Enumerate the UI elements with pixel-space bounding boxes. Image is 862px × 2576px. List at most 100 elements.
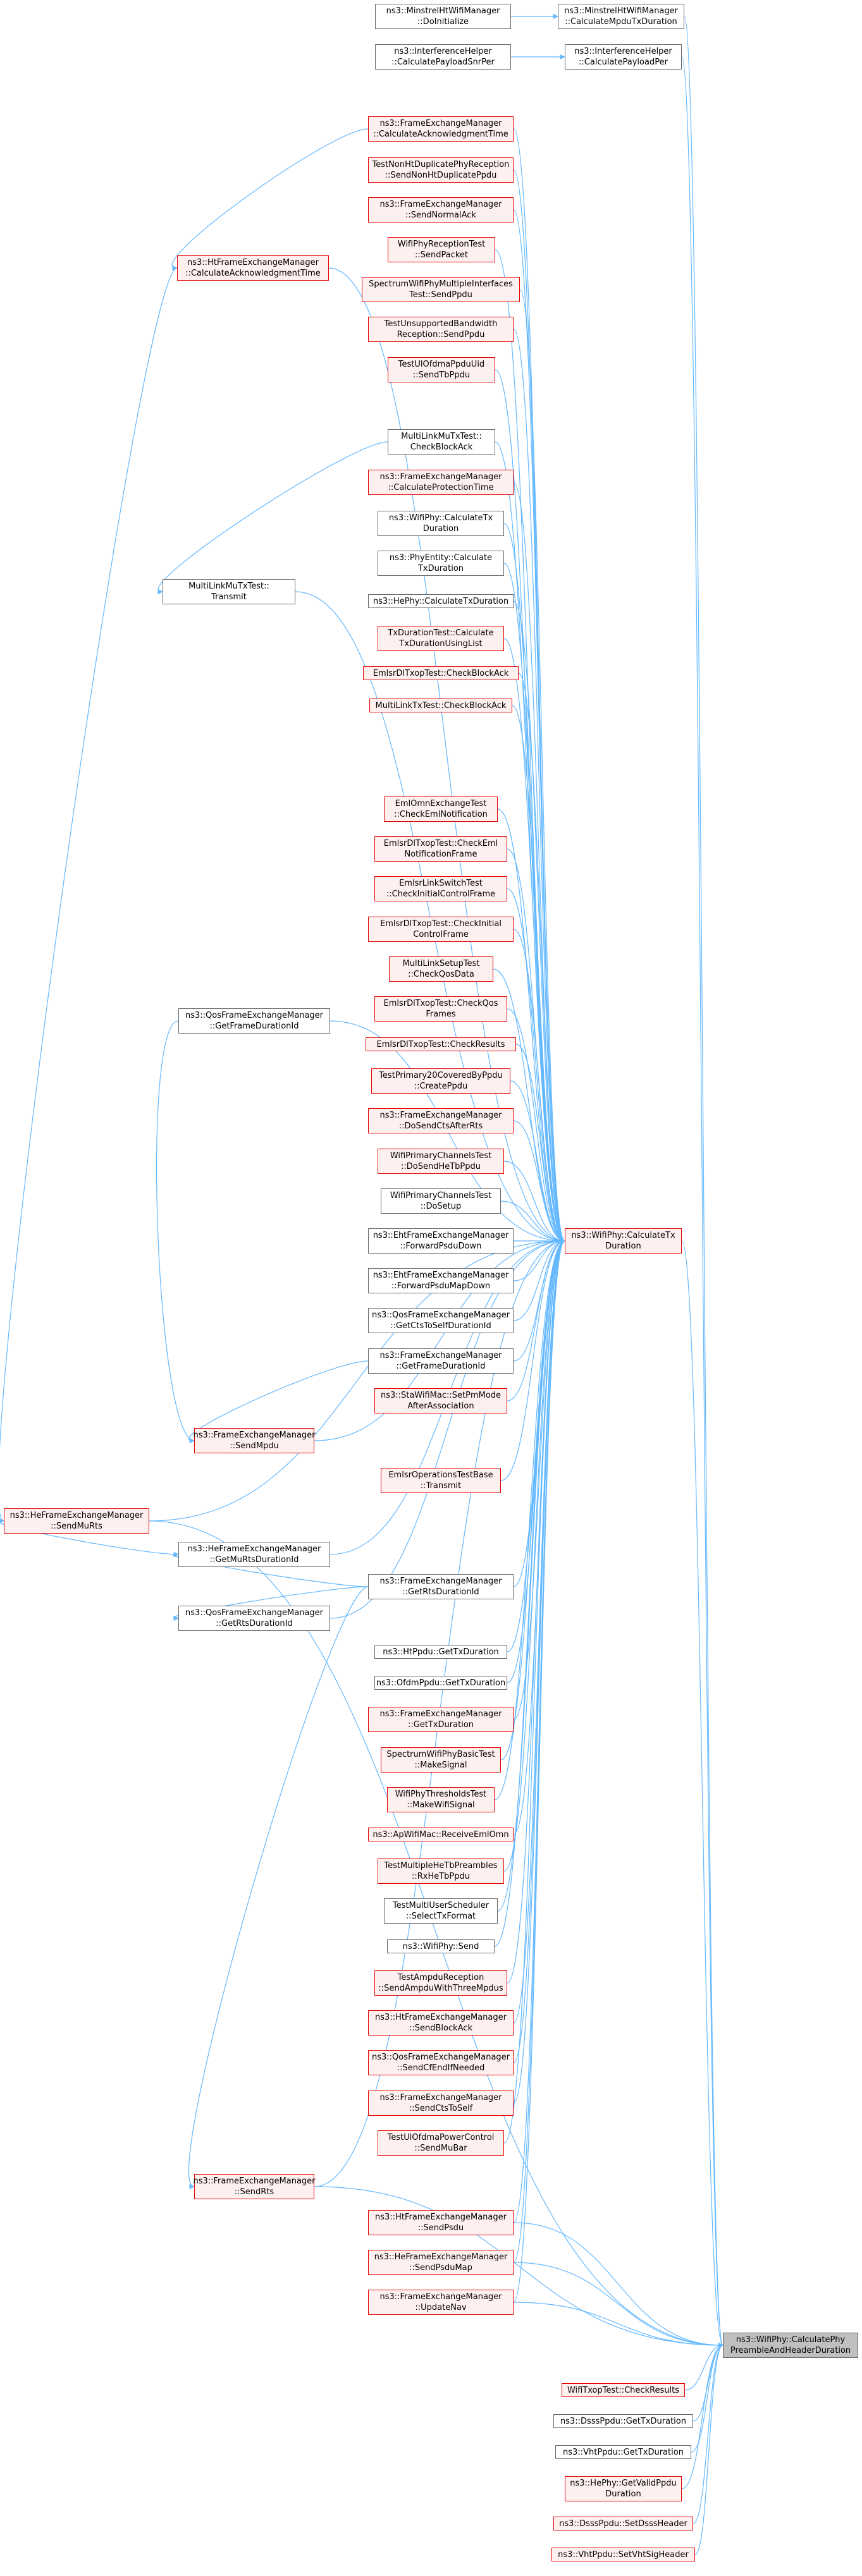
graph-node-n37[interactable]: ns3::FrameExchangeManager ::GetFrameDura… bbox=[368, 1348, 514, 1374]
graph-node-n48[interactable]: SpectrumWifiPhyBasicTest ::MakeSignal bbox=[381, 1747, 501, 1773]
edge-n11-n35 bbox=[328, 267, 565, 1244]
graph-node-n52[interactable]: TestMultiUserScheduler ::SelectTxFormat bbox=[384, 1898, 498, 1924]
graph-node-n38[interactable]: ns3::StaWifiMac::SetPmMode AfterAssociat… bbox=[374, 1388, 507, 1413]
graph-node-n61[interactable]: ns3::HeFrameExchangeManager ::SendPsduMa… bbox=[368, 2250, 514, 2275]
graph-node-n27[interactable]: EmlsrDlTxopTest::CheckResults bbox=[366, 1037, 516, 1051]
graph-node-n30[interactable]: WifiPrimaryChannelsTest ::DoSendHeTbPpdu bbox=[378, 1149, 504, 1174]
graph-node-n16[interactable]: ns3::HePhy::CalculateTxDuration bbox=[368, 594, 514, 608]
edge-n21-n35 bbox=[497, 809, 565, 1244]
graph-node-n59[interactable]: ns3::FrameExchangeManager ::SendRts bbox=[193, 2174, 316, 2199]
edge-n60-n35 bbox=[513, 1238, 565, 2223]
edge-n68-n63 bbox=[693, 2342, 723, 2524]
edge-n44-n35 bbox=[329, 1238, 565, 1619]
graph-node-n49[interactable]: WifiPhyThresholdsTest ::MakeWifiSignal bbox=[387, 1787, 495, 1812]
graph-node-n1[interactable]: ns3::MinstrelHtWifiManager ::CalculateMp… bbox=[558, 4, 684, 29]
graph-node-n25[interactable]: MultiLinkSetupTest ::CheckQosData bbox=[389, 956, 493, 982]
graph-node-n26[interactable]: EmlsrDlTxopTest::CheckQos Frames bbox=[374, 996, 507, 1022]
edge-n8-n35 bbox=[519, 289, 565, 1243]
edge-n37-n35 bbox=[513, 1238, 565, 1362]
graph-node-n14[interactable]: ns3::WifiPhy::CalculateTx Duration bbox=[378, 511, 504, 536]
graph-node-n23[interactable]: EmlsrLinkSwitchTest ::CheckInitialContro… bbox=[374, 876, 507, 901]
graph-node-n24[interactable]: EmlsrDlTxopTest::CheckInitial ControlFra… bbox=[368, 917, 514, 942]
graph-node-n32[interactable]: ns3::QosFrameExchangeManager ::GetFrameD… bbox=[178, 1008, 330, 1034]
graph-node-n62[interactable]: ns3::FrameExchangeManager ::UpdateNav bbox=[368, 2290, 514, 2315]
graph-node-n63: ns3::WifiPhy::CalculatePhy PreambleAndHe… bbox=[723, 2333, 858, 2358]
graph-node-n69[interactable]: ns3::VhtPpdu::SetVhtSigHeader bbox=[551, 2548, 695, 2561]
graph-node-n21[interactable]: EmlOmnExchangeTest ::CheckEmlNotificatio… bbox=[384, 797, 498, 822]
graph-node-n31[interactable]: WifiPrimaryChannelsTest ::DoSetup bbox=[381, 1188, 501, 1214]
graph-node-n0[interactable]: ns3::MinstrelHtWifiManager ::DoInitializ… bbox=[375, 4, 511, 29]
graph-node-n67[interactable]: ns3::HePhy::GetValidPpdu Duration bbox=[565, 2476, 682, 2501]
edge-n15-n35 bbox=[503, 563, 565, 1244]
graph-node-n5[interactable]: TestNonHtDuplicatePhyReception ::SendNon… bbox=[368, 157, 514, 183]
graph-node-n57[interactable]: ns3::FrameExchangeManager ::SendCtsToSel… bbox=[368, 2091, 514, 2116]
graph-node-n11[interactable]: ns3::HtFrameExchangeManager ::CalculateA… bbox=[177, 255, 329, 281]
edge-n9-n35 bbox=[513, 329, 565, 1243]
graph-node-n7[interactable]: WifiPhyReceptionTest ::SendPacket bbox=[388, 237, 495, 262]
graph-node-n2[interactable]: ns3::InterferenceHelper ::CalculatePaylo… bbox=[375, 44, 511, 70]
graph-node-n64[interactable]: WifiTxopTest::CheckResults bbox=[562, 2383, 685, 2397]
graph-node-n56[interactable]: ns3::QosFrameExchangeManager ::SendCfEnd… bbox=[368, 2050, 514, 2075]
edge-n5-n35 bbox=[513, 169, 565, 1243]
graph-node-n12[interactable]: MultiLinkMuTxTest:: CheckBlockAck bbox=[388, 429, 495, 455]
edge-n3-n63 bbox=[681, 56, 723, 2348]
edge-n65-n63 bbox=[693, 2342, 723, 2422]
graph-node-n3[interactable]: ns3::InterferenceHelper ::CalculatePaylo… bbox=[565, 44, 682, 70]
edge-n18-n35 bbox=[518, 673, 565, 1244]
graph-node-n29[interactable]: ns3::FrameExchangeManager ::DoSendCtsAft… bbox=[368, 1108, 514, 1133]
graph-node-n68[interactable]: ns3::DsssPpdu::SetDsssHeader bbox=[553, 2517, 693, 2530]
edge-n4-n35 bbox=[513, 128, 565, 1243]
graph-node-n50[interactable]: ns3::ApWifiMac::ReceiveEmlOmn bbox=[368, 1828, 514, 1841]
edge-n66-n63 bbox=[691, 2342, 723, 2453]
graph-node-n60[interactable]: ns3::HtFrameExchangeManager ::SendPsdu bbox=[368, 2210, 514, 2235]
edge-n51-n35 bbox=[503, 1238, 565, 1872]
edge-n23-n35 bbox=[507, 888, 565, 1244]
graph-node-n42[interactable]: ns3::HeFrameExchangeManager ::GetMuRtsDu… bbox=[178, 1542, 330, 1567]
graph-node-n34[interactable]: ns3::EhtFrameExchangeManager ::ForwardPs… bbox=[368, 1268, 514, 1293]
graph-node-n46[interactable]: ns3::OfdmPpdu::GetTxDuration bbox=[374, 1676, 507, 1690]
edge-n50-n35 bbox=[513, 1238, 565, 1835]
graph-node-n65[interactable]: ns3::DsssPpdu::GetTxDuration bbox=[553, 2414, 693, 2428]
edge-n13-n35 bbox=[513, 482, 565, 1243]
graph-node-n58[interactable]: TestUlOfdmaPowerControl ::SendMuBar bbox=[378, 2130, 504, 2156]
graph-node-n44[interactable]: ns3::QosFrameExchangeManager ::GetRtsDur… bbox=[178, 1606, 330, 1631]
graph-node-n35[interactable]: ns3::WifiPhy::CalculateTx Duration bbox=[565, 1228, 682, 1254]
edge-n19-n35 bbox=[512, 705, 565, 1244]
graph-node-n22[interactable]: EmlsrDlTxopTest::CheckEml NotificationFr… bbox=[374, 836, 507, 862]
edge-n55-n35 bbox=[513, 1238, 565, 2024]
edge-n58-n35 bbox=[503, 1238, 565, 2144]
graph-node-n54[interactable]: TestAmpduReception ::SendAmpduWithThreeM… bbox=[374, 1970, 507, 1996]
edge-n28-n35 bbox=[510, 1080, 565, 1244]
graph-node-n15[interactable]: ns3::PhyEntity::Calculate TxDuration bbox=[378, 551, 504, 576]
graph-node-n10[interactable]: TestUlOfdmaPpduUid ::SendTbPpdu bbox=[388, 357, 495, 382]
edge-n62-n63 bbox=[513, 2302, 723, 2348]
graph-node-n41[interactable]: ns3::HeFrameExchangeManager ::SendMuRts bbox=[4, 1508, 149, 1534]
graph-node-n47[interactable]: ns3::FrameExchangeManager ::GetTxDuratio… bbox=[368, 1707, 514, 1732]
graph-node-n53[interactable]: ns3::WifiPhy::Send bbox=[387, 1939, 495, 1953]
graph-node-n66[interactable]: ns3::VhtPpdu::GetTxDuration bbox=[555, 2445, 691, 2459]
graph-node-n6[interactable]: ns3::FrameExchangeManager ::SendNormalAc… bbox=[368, 197, 514, 223]
graph-node-n36[interactable]: ns3::QosFrameExchangeManager ::GetCtsToS… bbox=[368, 1308, 514, 1333]
graph-node-n33[interactable]: ns3::EhtFrameExchangeManager ::ForwardPs… bbox=[368, 1228, 514, 1254]
graph-node-n45[interactable]: ns3::HtPpdu::GetTxDuration bbox=[374, 1645, 507, 1659]
graph-node-n43[interactable]: ns3::FrameExchangeManager ::GetRtsDurati… bbox=[368, 1574, 514, 1599]
graph-node-n8[interactable]: SpectrumWifiPhyMultipleInterfaces Test::… bbox=[362, 277, 520, 302]
edge-n16-n35 bbox=[513, 601, 565, 1244]
graph-node-n9[interactable]: TestUnsupportedBandwidth Reception::Send… bbox=[368, 317, 514, 342]
graph-node-n13[interactable]: ns3::FrameExchangeManager ::CalculatePro… bbox=[368, 470, 514, 495]
graph-node-n18[interactable]: EmlsrDlTxopTest::CheckBlockAck bbox=[363, 666, 519, 680]
graph-node-n4[interactable]: ns3::FrameExchangeManager ::CalculateAck… bbox=[368, 116, 514, 142]
graph-node-n51[interactable]: TestMultipleHeTbPreambles ::RxHeTbPpdu bbox=[378, 1859, 504, 1884]
edge-n61-n35 bbox=[513, 1238, 565, 2263]
graph-node-n40[interactable]: EmlsrOperationsTestBase ::Transmit bbox=[381, 1468, 501, 1493]
graph-node-n39[interactable]: ns3::FrameExchangeManager ::SendMpdu bbox=[193, 1428, 316, 1453]
edge-n61-n63 bbox=[513, 2262, 723, 2348]
graph-node-n17[interactable]: TxDurationTest::Calculate TxDurationUsin… bbox=[378, 626, 504, 651]
edge-n12-n20 bbox=[157, 441, 388, 595]
graph-node-n55[interactable]: ns3::HtFrameExchangeManager ::SendBlockA… bbox=[368, 2010, 514, 2036]
edge-n4-n11 bbox=[171, 128, 369, 271]
graph-node-n19[interactable]: MultiLinkTxTest::CheckBlockAck bbox=[369, 699, 512, 712]
graph-node-n20[interactable]: MultiLinkMuTxTest:: Transmit bbox=[163, 579, 295, 604]
graph-node-n28[interactable]: TestPrimary20CoveredByPpdu ::CreatePpdu bbox=[371, 1068, 510, 1094]
